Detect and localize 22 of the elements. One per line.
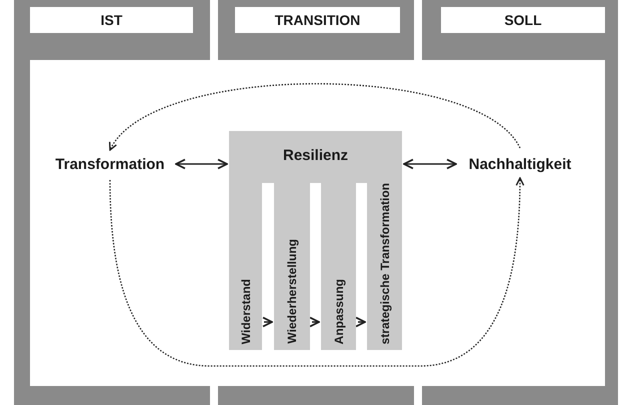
- stage-bar: [321, 183, 356, 350]
- chevron-arrow: [262, 316, 273, 328]
- column-header: IST: [30, 7, 193, 33]
- resilience-block: [229, 131, 402, 350]
- stage-label: strategische Transformation: [378, 182, 392, 344]
- stage-label: Anpassung: [332, 278, 346, 344]
- stage-bar: [229, 183, 262, 350]
- concept-label: Transformation: [46, 152, 174, 176]
- concept-label: Nachhaltigkeit: [458, 152, 582, 176]
- double-arrow: [175, 158, 228, 170]
- dotted-arrow: [109, 83, 520, 151]
- stage-bar: [274, 183, 310, 350]
- stage-label: Widerstand: [238, 278, 252, 344]
- chevron-arrow: [355, 316, 366, 328]
- block-title: Resilienz: [282, 147, 350, 164]
- column-header: SOLL: [441, 7, 605, 33]
- column-header: TRANSITION: [235, 7, 400, 33]
- chevron-arrow: [309, 316, 320, 328]
- stage-label: Wiederherstellung: [285, 239, 299, 344]
- stage-bar: [367, 183, 402, 350]
- double-arrow: [403, 158, 457, 170]
- dotted-arrow: [109, 177, 524, 367]
